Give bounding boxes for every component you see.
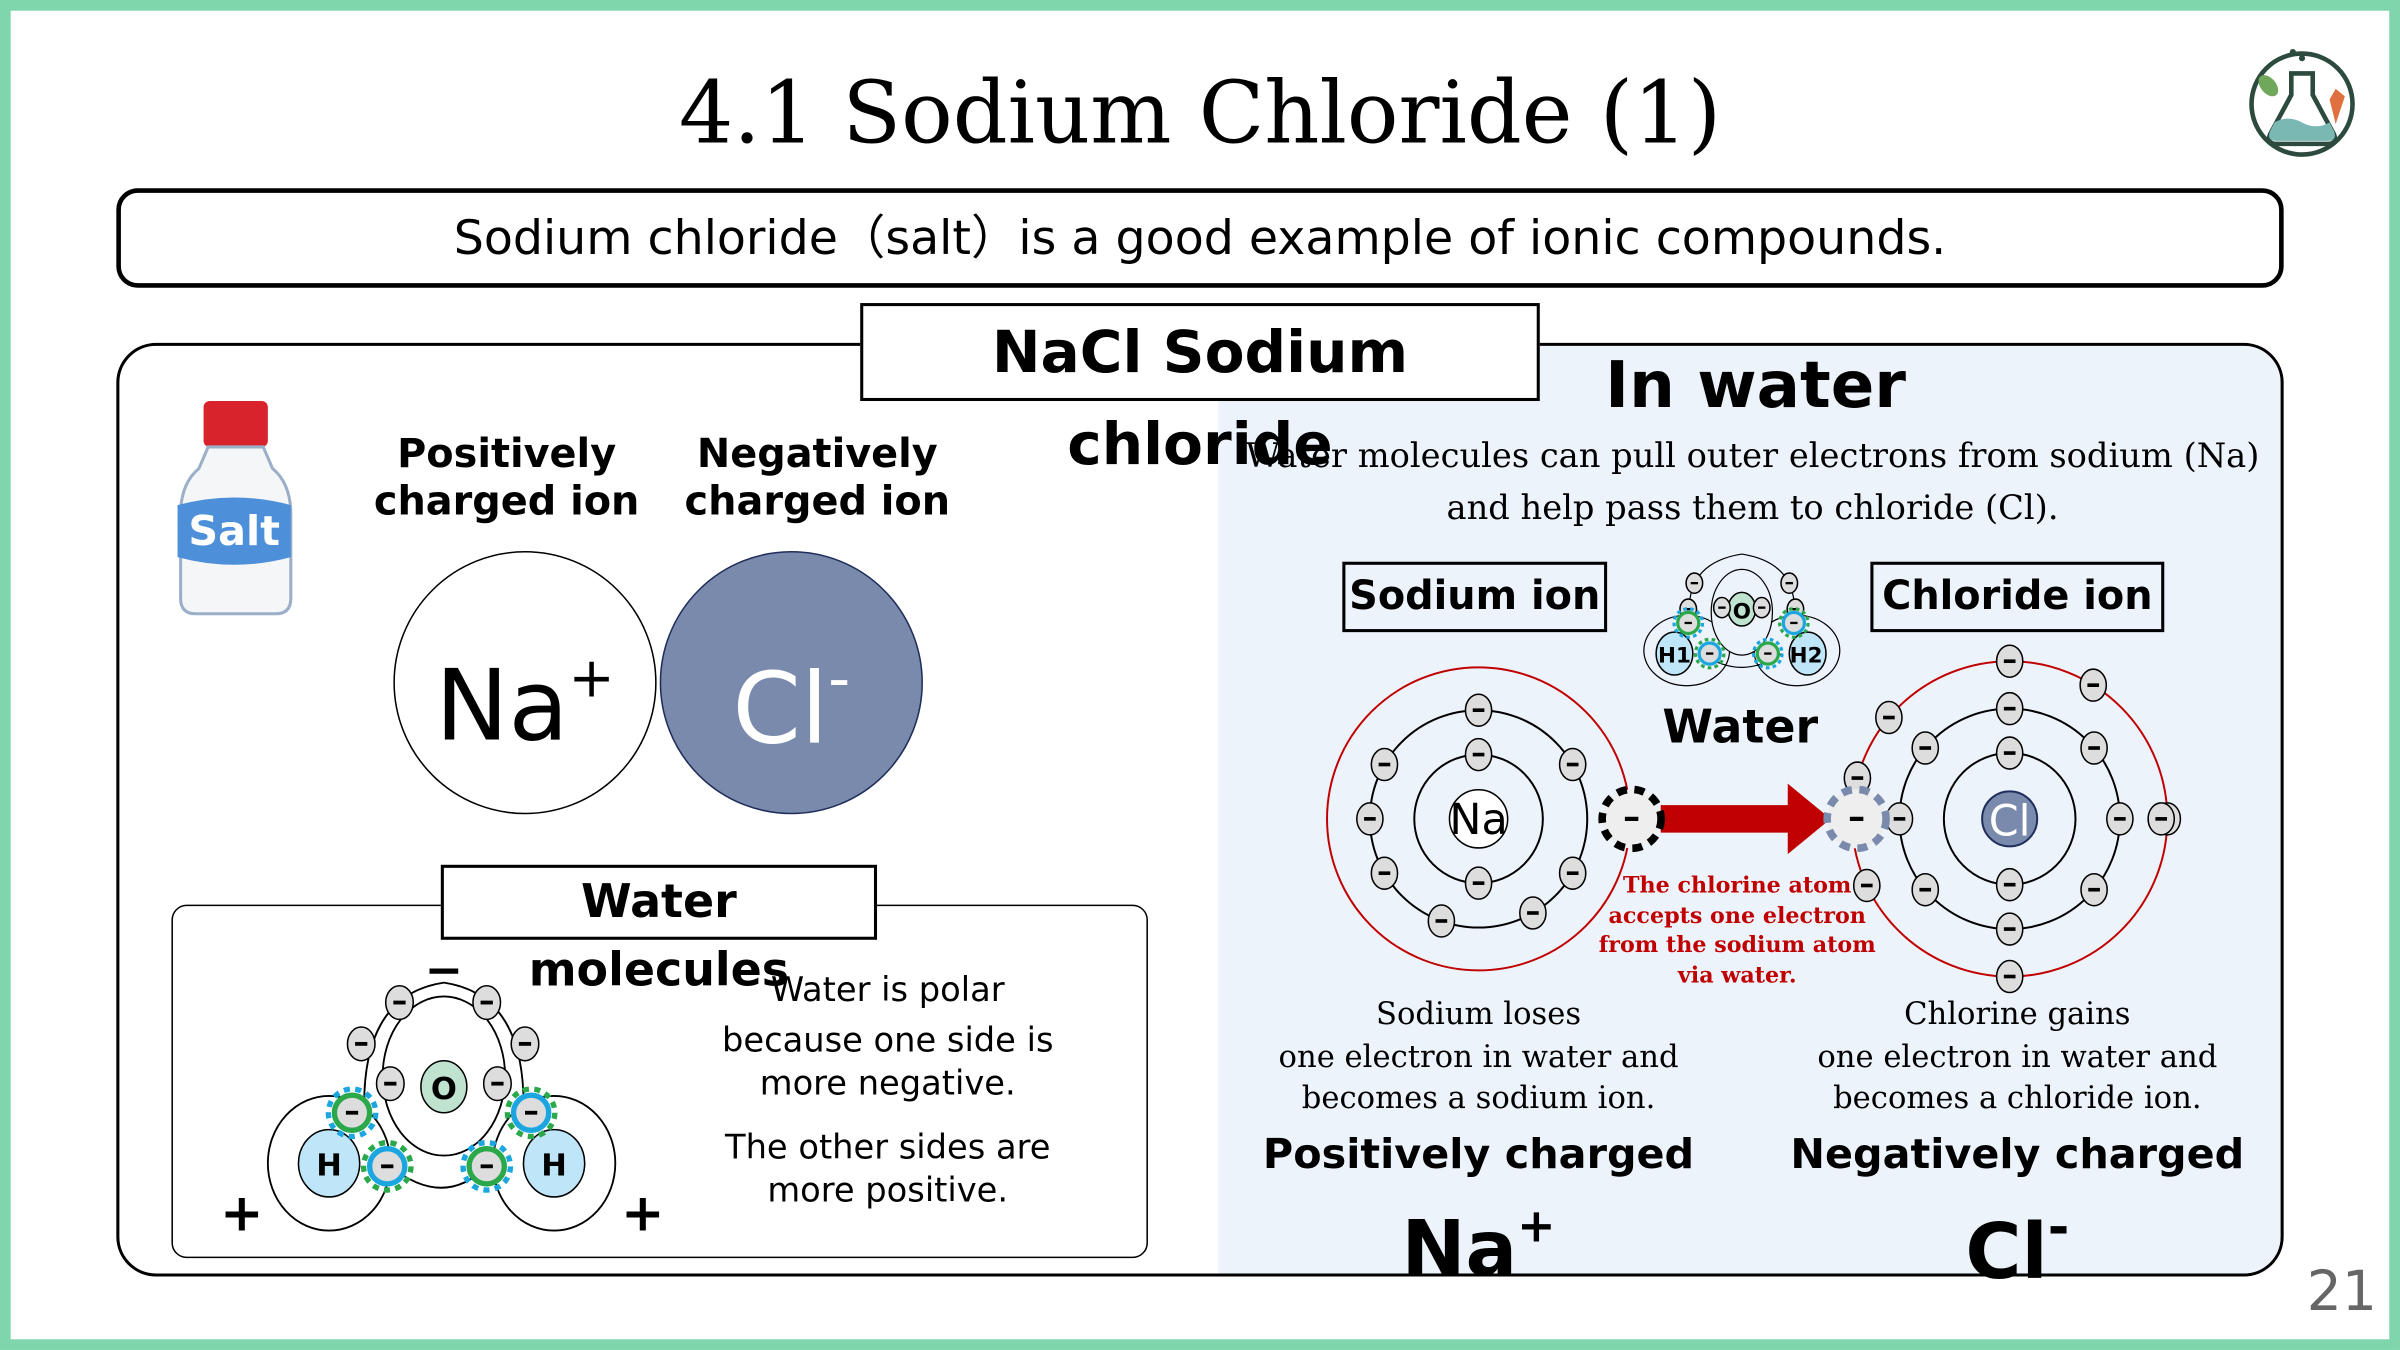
page-number: 21 xyxy=(2306,1261,2377,1324)
page-title: 4.1 Sodium Chloride (1) xyxy=(678,64,1722,164)
text-line: becomes a sodium ion. xyxy=(1301,1079,1656,1116)
sodium-description: Sodium loses one electron in water and b… xyxy=(1264,993,1693,1119)
in-water-heading: In water xyxy=(1605,347,1907,423)
text-line: more negative. xyxy=(759,1065,1016,1104)
na-charge: + xyxy=(568,647,615,711)
text-line: The other sides are xyxy=(725,1129,1051,1168)
text-line: one electron in water and xyxy=(1817,1036,2218,1074)
chloride-ion-label: Chloride ion xyxy=(1870,561,2165,633)
text-line: The chlorine atom xyxy=(1623,872,1852,899)
cl-ion-circle: Cl- xyxy=(659,551,923,815)
text-line: accepts one electron xyxy=(1608,902,1866,929)
text-line: one electron in water and xyxy=(1278,1036,1679,1074)
text-line: Sodium loses xyxy=(1376,994,1582,1032)
chlorine-description: Chlorine gains one electron in water and… xyxy=(1803,993,2232,1119)
na-ion-result: Na+ xyxy=(1325,1182,1631,1295)
positive-label-line: Positively xyxy=(397,431,617,478)
cl-ion-result: Cl- xyxy=(1864,1182,2170,1298)
in-water-description: Water molecules can pull outer electrons… xyxy=(1224,432,2280,536)
cl-symbol: Cl xyxy=(732,653,829,767)
positive-ion-label: Positively charged ion xyxy=(352,432,661,527)
na-ion-symbol: Na xyxy=(1401,1204,1518,1294)
transfer-note: The chlorine atom accepts one electron f… xyxy=(1592,871,1883,991)
salt-bottle-icon: Salt xyxy=(177,401,293,616)
positively-charged-label: Positively charged xyxy=(1262,1131,1695,1179)
text-line: Water molecules can pull outer electrons… xyxy=(1245,437,2260,477)
text-line: from the sodium atom xyxy=(1598,932,1876,959)
na-ion-circle: Na+ xyxy=(393,551,657,815)
na-ion-charge: + xyxy=(1517,1199,1556,1254)
positive-label-line: charged ion xyxy=(373,479,640,525)
negatively-charged-label: Negatively charged xyxy=(1790,1131,2245,1179)
text-line: becomes a chloride ion. xyxy=(1833,1079,2202,1116)
negative-label-line: charged ion xyxy=(684,479,951,525)
text-line: because one side is xyxy=(721,1022,1054,1061)
subtitle-box: Sodium chloride（salt）is a good example o… xyxy=(116,188,2284,288)
text-line: via water. xyxy=(1677,962,1797,989)
lab-flask-logo-icon xyxy=(2249,48,2355,157)
water-polar-text: Water is polar because one side is more … xyxy=(689,967,1087,1213)
text-line: Chlorine gains xyxy=(1904,994,2131,1032)
text-line: Water is polar xyxy=(770,971,1005,1011)
svg-text:Salt: Salt xyxy=(188,507,280,555)
text-line: and help pass them to chloride (Cl). xyxy=(1446,489,2059,529)
cl-ion-charge: - xyxy=(2047,1196,2070,1259)
sodium-ion-label: Sodium ion xyxy=(1342,561,1608,633)
na-symbol: Na xyxy=(435,650,569,764)
cl-ion-symbol: Cl xyxy=(1965,1207,2048,1297)
section-label: NaCl Sodium chloride xyxy=(860,303,1540,478)
water-molecules-label: Water molecules xyxy=(440,864,878,998)
water-label: Water xyxy=(1662,701,1819,755)
text-line: more positive. xyxy=(767,1172,1009,1211)
negative-ion-label: Negatively charged ion xyxy=(661,432,973,527)
cl-charge: - xyxy=(828,644,851,715)
negative-label-line: Negatively xyxy=(696,431,938,478)
